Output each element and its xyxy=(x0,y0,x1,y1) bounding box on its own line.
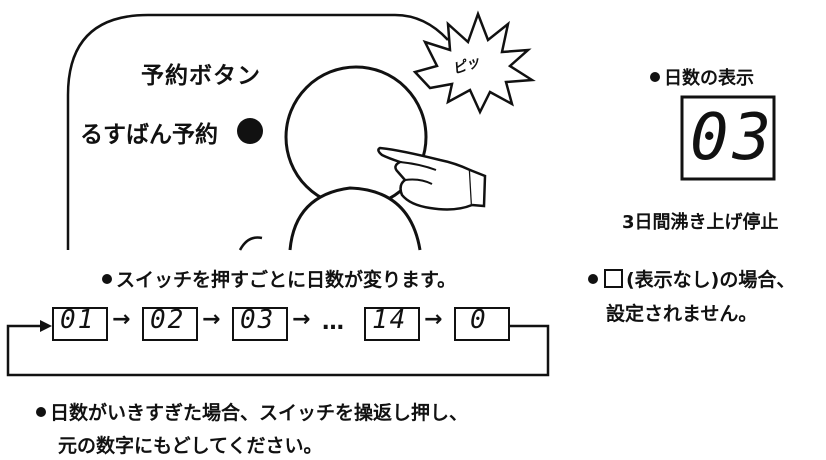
reserve-button-label: 予約ボタン xyxy=(141,63,261,89)
day-display-box xyxy=(680,95,776,181)
pressing-hand xyxy=(377,146,474,211)
switch-caption: スイッチを押すごとに日数が変ります。 xyxy=(102,265,456,292)
blank-display-note: (表示なし)の場合、 xyxy=(588,265,795,292)
sequence-step: 14 xyxy=(372,305,408,335)
bullet-icon xyxy=(588,273,598,284)
cycle-return-line xyxy=(6,324,550,377)
bullet-icon xyxy=(36,406,46,417)
lower-button[interactable] xyxy=(288,186,422,251)
sequence-step-box xyxy=(364,307,420,341)
beep-burst xyxy=(412,10,536,115)
small-button-edge xyxy=(238,236,263,251)
sequence-step: 02 xyxy=(150,305,186,335)
blank-box-icon xyxy=(604,269,623,288)
right-arrow-icon: → xyxy=(112,307,131,332)
blank-display-note-line2: 設定されません。 xyxy=(606,303,758,325)
footnote-line2: 元の数字にもどしてください。 xyxy=(58,435,323,457)
day-display-caption: 日数の表示 xyxy=(650,64,754,90)
bullet-icon xyxy=(650,72,660,82)
day-display-value: 03 xyxy=(690,101,776,175)
sequence-step: 03 xyxy=(240,305,276,335)
panel-outline xyxy=(66,13,449,250)
right-arrow-icon: → xyxy=(292,307,311,332)
footnote-line1: 日数がいきすぎた場合、スイッチを操返し押し、 xyxy=(36,398,468,425)
cycle-arrowhead xyxy=(40,320,52,332)
day-display-note: 3日間沸き上げ停止 xyxy=(622,212,779,233)
sequence-step: 0 xyxy=(470,305,488,335)
right-arrow-icon: → xyxy=(202,307,221,332)
sequence-step-box xyxy=(454,307,510,341)
right-arrow-icon: → xyxy=(424,307,443,332)
sequence-step-box xyxy=(142,307,198,341)
sequence-step-box xyxy=(52,307,108,341)
bullet-icon xyxy=(102,273,112,284)
rusuban-indicator-lamp xyxy=(237,118,263,144)
rusuban-label: るすばん予約 xyxy=(80,122,218,148)
ellipsis: … xyxy=(322,310,344,335)
sequence-step: 01 xyxy=(60,305,96,335)
sequence-step-box xyxy=(232,307,288,341)
